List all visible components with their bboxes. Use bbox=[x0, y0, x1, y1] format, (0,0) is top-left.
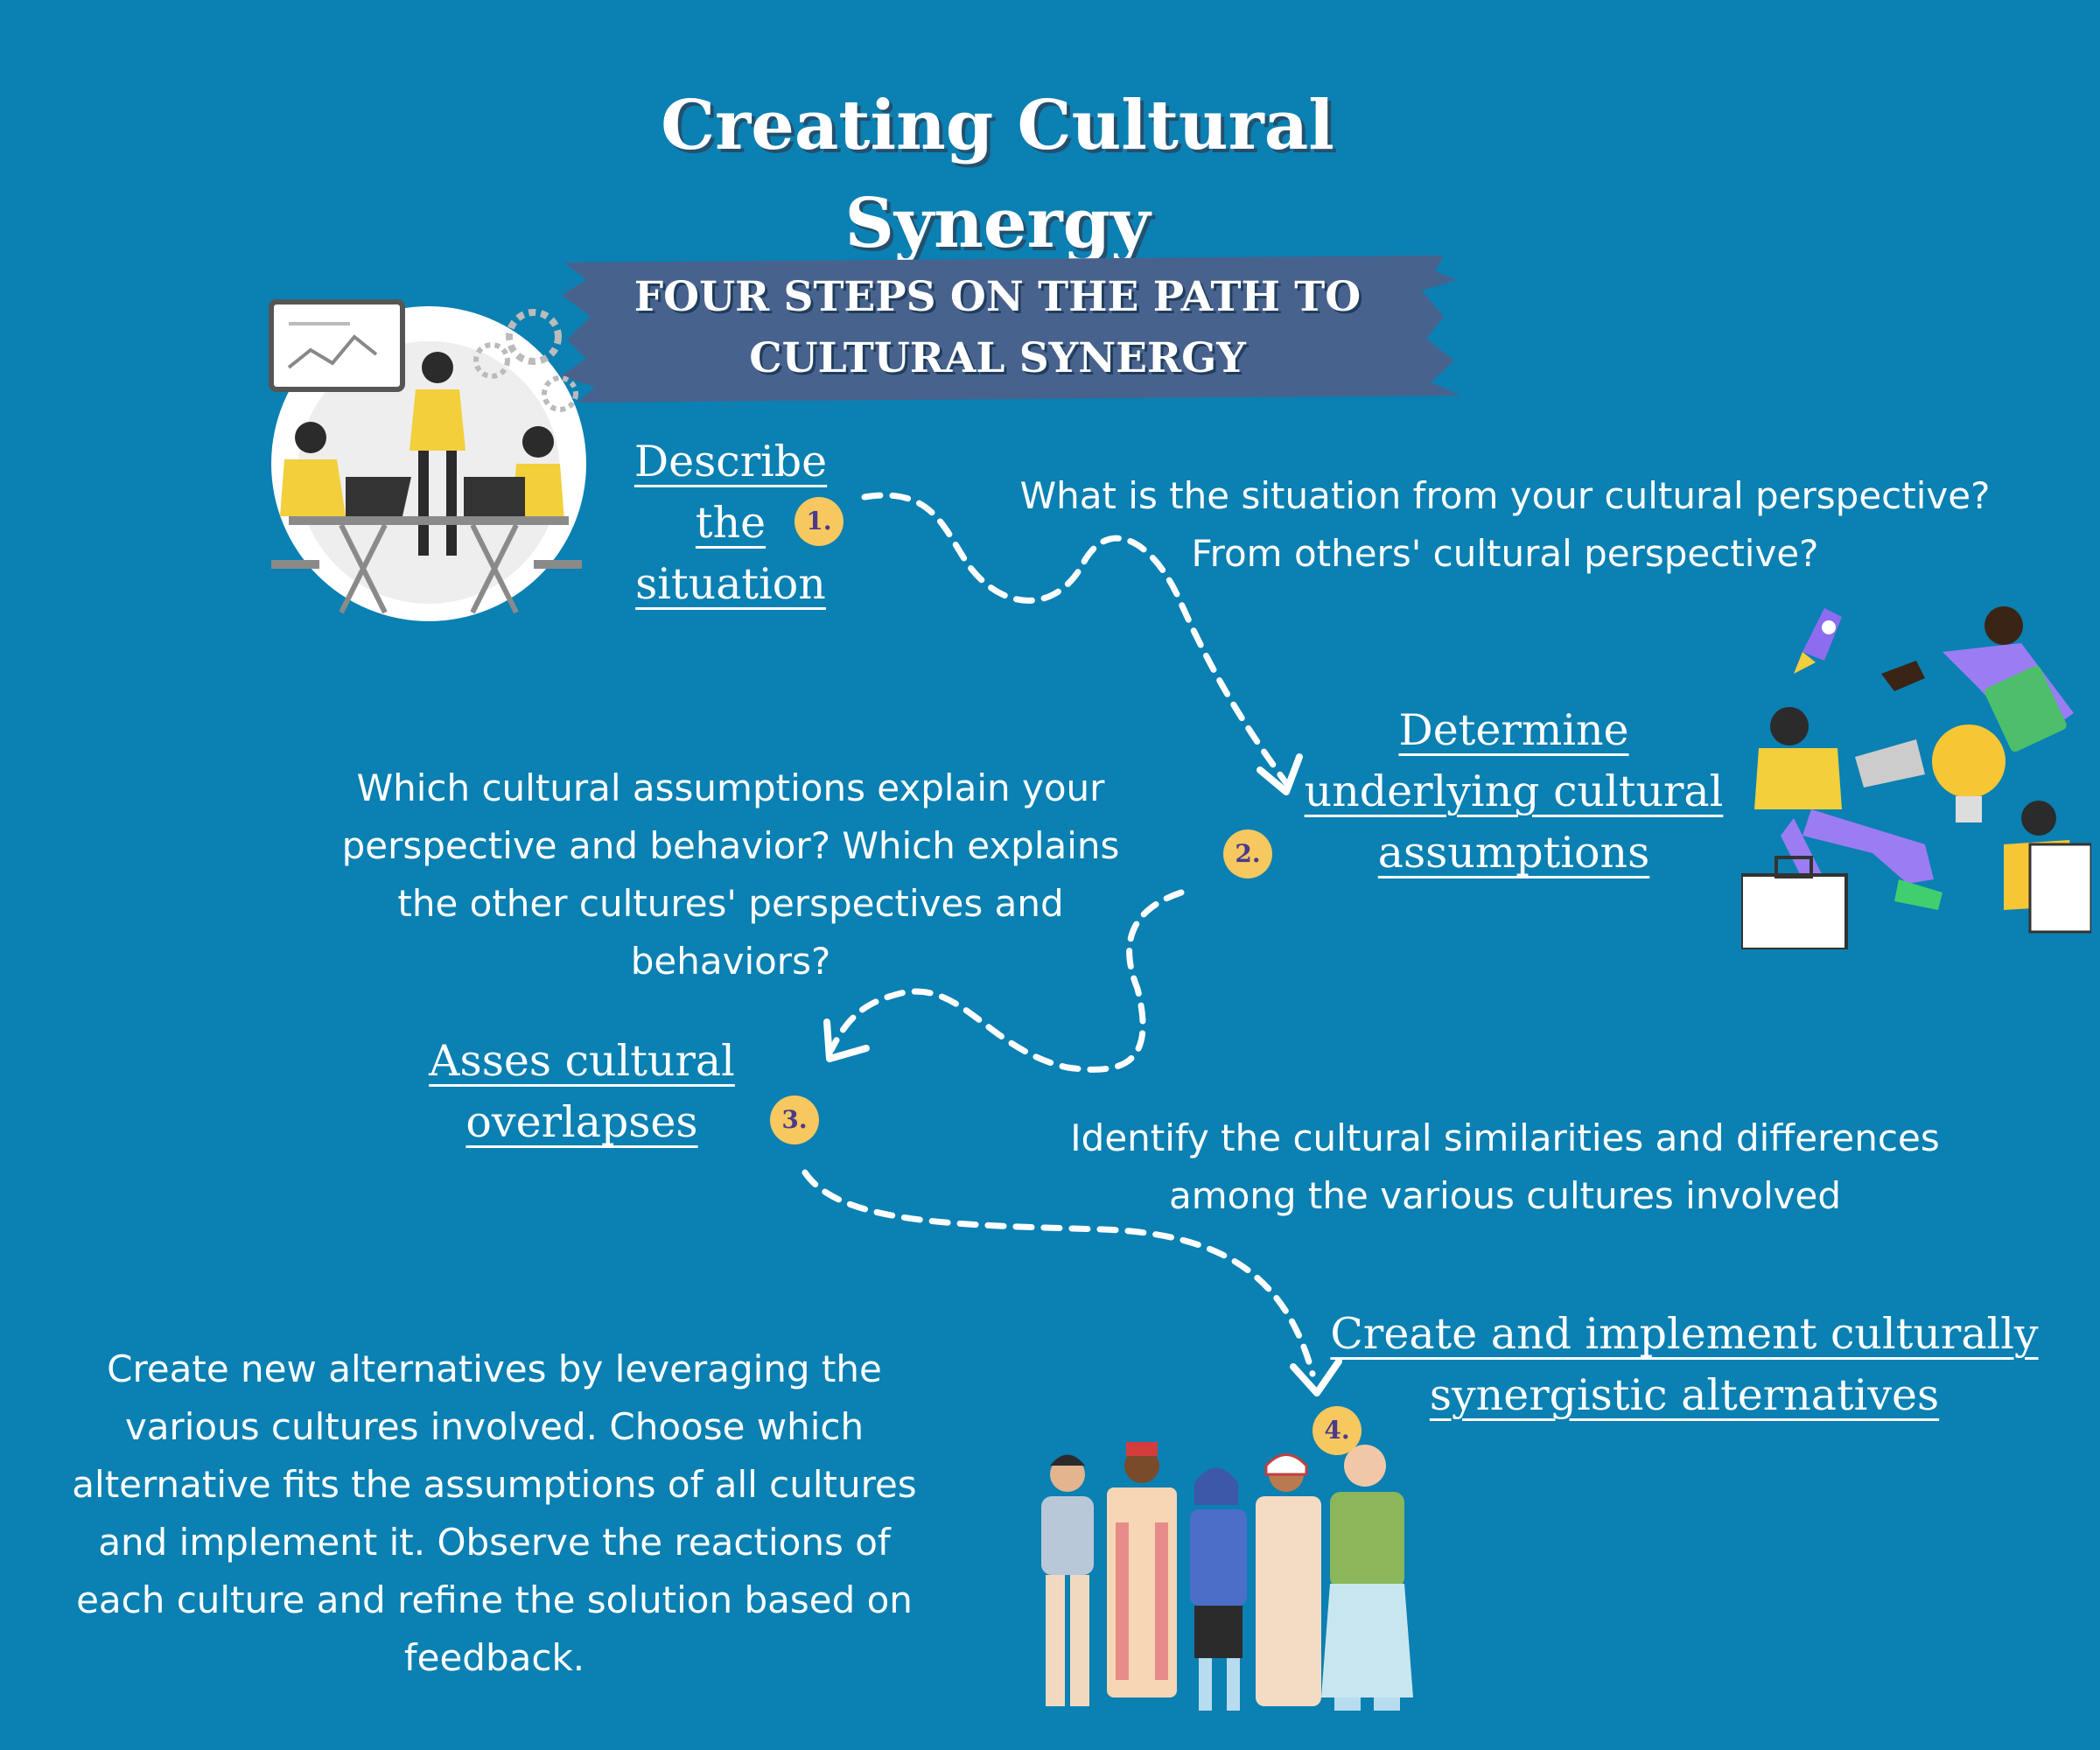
step-1-description: What is the situation from your cultural… bbox=[1019, 474, 1991, 575]
creative-team-illustration bbox=[1741, 606, 2091, 949]
arrowhead-3 bbox=[823, 1018, 870, 1062]
subtitle-banner bbox=[560, 256, 1461, 402]
title-line-2: Synergy bbox=[844, 184, 1151, 263]
subtitle-line-2: CULTURAL SYNERGY bbox=[749, 334, 1246, 382]
step-2-description: Which cultural assumptions explain your … bbox=[341, 766, 1120, 983]
step-4-title: Create and implement culturally synergis… bbox=[1330, 1309, 2039, 1420]
diverse-people-illustration bbox=[1041, 1442, 1413, 1711]
step-3-description: Identify the cultural similarities and d… bbox=[1070, 1116, 1940, 1217]
connector-3-4 bbox=[802, 1169, 1316, 1377]
arrowhead-2 bbox=[1256, 753, 1303, 795]
team-meeting-illustration bbox=[269, 299, 586, 621]
step-1-badge: 1. bbox=[794, 497, 844, 546]
step-4-badge: 4. bbox=[1312, 1406, 1362, 1455]
page-title: Creating Cultural Synergy bbox=[560, 77, 1435, 273]
step-3-title: Asses cultural overlapses bbox=[429, 1036, 735, 1147]
title-line-1: Creating Cultural bbox=[661, 86, 1334, 165]
step-3-badge: 3. bbox=[770, 1096, 819, 1144]
subtitle-line-1: FOUR STEPS ON THE PATH TO bbox=[634, 273, 1362, 321]
step-2-badge: 2. bbox=[1223, 830, 1272, 878]
step-1-title: Describe the situation bbox=[634, 437, 828, 609]
connector-2-3 bbox=[828, 889, 1185, 1073]
step-4-description: Create new alternatives by leveraging th… bbox=[72, 1348, 917, 1679]
subtitle: FOUR STEPS ON THE PATH TO CULTURAL SYNER… bbox=[560, 267, 1435, 389]
arrowhead-4 bbox=[1290, 1358, 1342, 1396]
step-2-title: Determine underlying cultural assumption… bbox=[1304, 705, 1724, 878]
connector-1-2 bbox=[861, 492, 1290, 787]
